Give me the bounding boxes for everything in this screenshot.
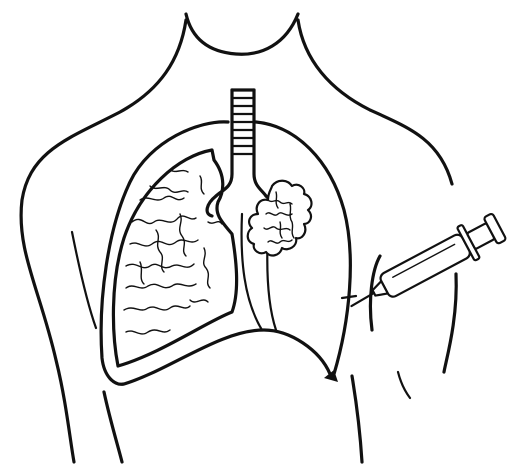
trachea xyxy=(207,90,274,216)
syringe xyxy=(342,209,508,321)
lung-tumor-mass xyxy=(248,181,312,256)
torso-outline xyxy=(21,14,456,462)
pleural-cavity xyxy=(101,122,350,384)
collapsed-right-lung xyxy=(113,150,236,366)
chest-wall-incision xyxy=(342,296,356,298)
